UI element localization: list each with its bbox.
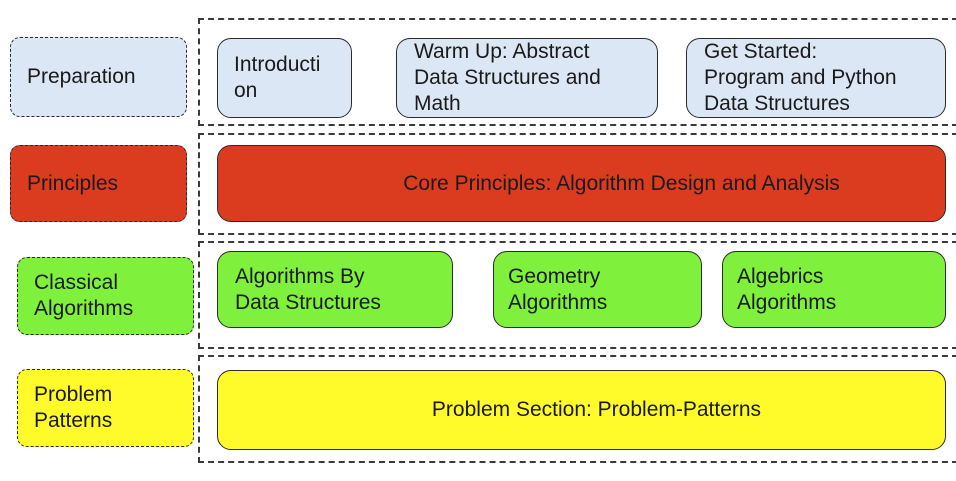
category-label-principles-text: Principles bbox=[27, 171, 119, 195]
node-core-principles: Core Principles: Algorithm Design and An… bbox=[217, 145, 946, 222]
category-label-preparation-text: Preparation bbox=[27, 65, 136, 88]
node-warm-up-text: Warm Up: Abstract Data Structures and Ma… bbox=[414, 40, 601, 115]
row-frame-preparation bbox=[198, 18, 956, 126]
node-geometry-algorithms: Geometry Algorithms bbox=[493, 251, 702, 328]
category-label-classical-algorithms-text: Classical Algorithms bbox=[34, 271, 134, 320]
node-introduction: Introducti on bbox=[217, 38, 352, 118]
category-label-problem-patterns: Problem Patterns bbox=[17, 369, 194, 447]
row-frame-principles bbox=[198, 133, 956, 235]
category-label-problem-patterns-text: Problem Patterns bbox=[34, 383, 113, 432]
node-algebrics-algorithms-text: Algebrics Algorithms bbox=[737, 265, 837, 314]
row-frame-problem-patterns bbox=[198, 355, 956, 463]
row-frame-classical-algorithms bbox=[198, 241, 956, 349]
category-label-classical-algorithms: Classical Algorithms bbox=[17, 257, 194, 335]
node-get-started-text: Get Started: Program and Python Data Str… bbox=[704, 40, 897, 115]
node-problem-section-text: Problem Section: Problem-Patterns bbox=[431, 398, 762, 421]
node-get-started: Get Started: Program and Python Data Str… bbox=[686, 38, 946, 118]
node-core-principles-text: Core Principles: Algorithm Design and An… bbox=[403, 171, 840, 195]
node-geometry-algorithms-text: Geometry Algorithms bbox=[508, 265, 608, 314]
node-warm-up: Warm Up: Abstract Data Structures and Ma… bbox=[396, 38, 658, 118]
node-algebrics-algorithms: Algebrics Algorithms bbox=[722, 251, 946, 328]
node-problem-section: Problem Section: Problem-Patterns bbox=[217, 370, 946, 450]
node-algorithms-by-data-structures: Algorithms By Data Structures bbox=[217, 251, 453, 328]
category-label-principles: Principles bbox=[10, 145, 187, 222]
category-label-preparation: Preparation bbox=[10, 37, 187, 117]
node-introduction-text: Introducti on bbox=[234, 53, 321, 102]
node-algorithms-by-data-structures-text: Algorithms By Data Structures bbox=[235, 265, 381, 314]
